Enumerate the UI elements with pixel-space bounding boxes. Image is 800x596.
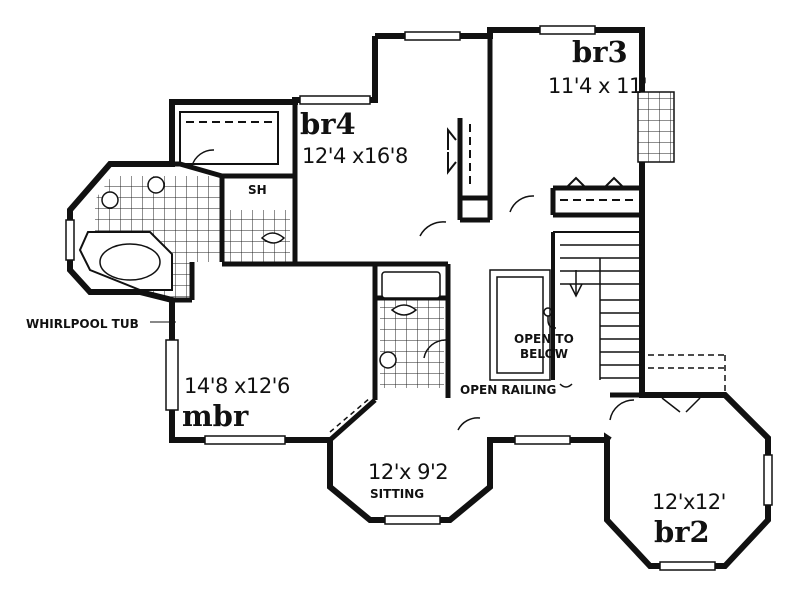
- room-dims-mbr: 14'8 x12'6: [184, 374, 290, 398]
- stair: [489, 231, 642, 388]
- closets: [179, 111, 636, 201]
- bath-fixtures: [101, 176, 441, 369]
- open-to-below-label-line2: BELOW: [520, 347, 568, 361]
- balcony: [648, 354, 726, 395]
- room-label-sitting: SITTING: [370, 487, 425, 501]
- room-label-br2: br2: [654, 515, 710, 549]
- room-dims-sitting: 12'x 9'2: [368, 460, 449, 484]
- room-label-br4: br4: [300, 107, 356, 141]
- room-dims-br4: 12'4 x16'8: [302, 144, 408, 168]
- room-dims-br3: 11'4 x 11': [548, 74, 648, 98]
- whirlpool-tub-label: WHIRLPOOL TUB: [26, 317, 139, 331]
- room-label-br3: br3: [572, 35, 628, 69]
- room-dims-br2: 12'x12': [652, 490, 726, 514]
- doors: [191, 149, 701, 433]
- open-railing-label: OPEN RAILING: [460, 383, 557, 397]
- whirlpool-tub: [78, 231, 176, 323]
- shower-label: SH: [248, 183, 267, 197]
- room-label-mbr: mbr: [182, 399, 249, 433]
- open-to-below-label-line1: OPEN TO: [514, 332, 574, 346]
- windows: [65, 25, 773, 571]
